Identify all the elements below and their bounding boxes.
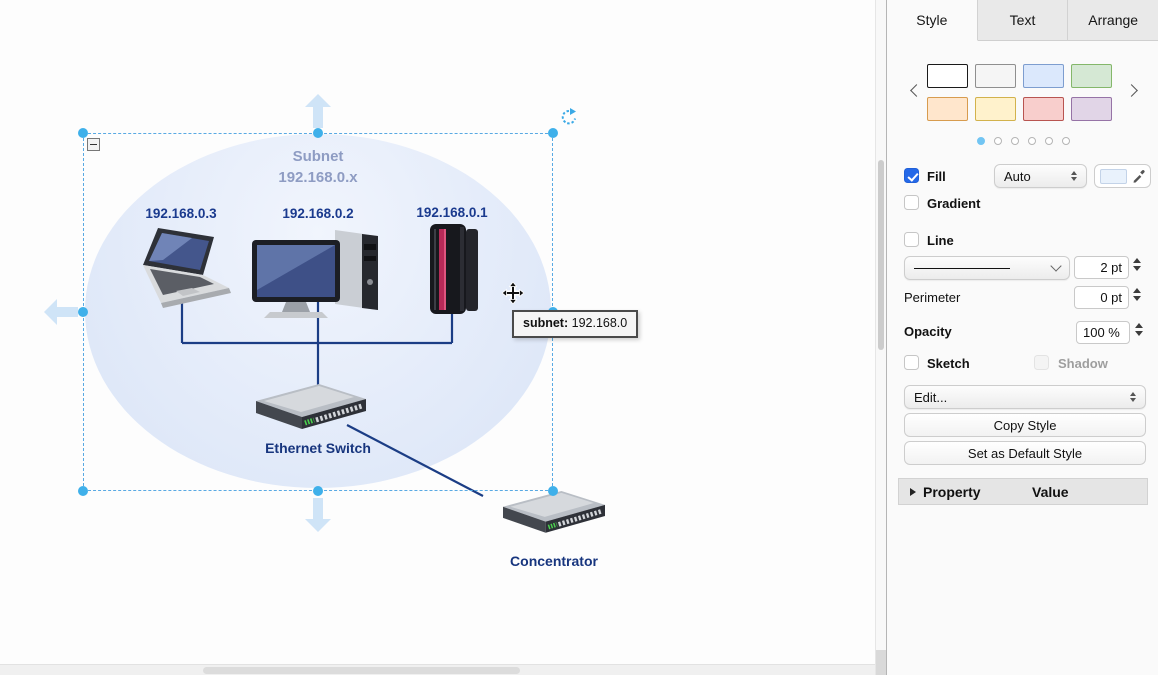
fill-color-well[interactable] [1094,164,1151,188]
select-updown-icon [1130,392,1136,402]
collapse-toggle-icon[interactable] [87,138,100,151]
resize-handle-n[interactable] [313,128,323,138]
shadow-label: Shadow [1058,356,1108,371]
resize-handle-ne[interactable] [548,128,558,138]
chevron-down-icon [1050,260,1062,272]
style-swatch[interactable] [1071,64,1112,88]
direction-arrow-up-icon[interactable] [305,94,331,128]
style-swatch[interactable] [927,64,968,88]
gradient-label: Gradient [927,196,981,211]
fill-mode-value: Auto [1004,168,1031,184]
horizontal-scrollbar-thumb[interactable] [203,667,520,674]
tooltip-key: subnet: [523,316,569,330]
style-swatch-grid [927,64,1113,121]
perimeter-label: Perimeter [904,290,961,305]
tab-text[interactable]: Text [977,0,1069,41]
direction-arrow-down-icon[interactable] [305,498,331,532]
laptop-ip-label: 192.168.0.3 [145,206,217,221]
gradient-checkbox[interactable] [904,195,919,210]
resize-handle-nw[interactable] [78,128,88,138]
tab-style[interactable]: Style [887,0,978,41]
pager-dot[interactable] [1010,137,1019,145]
fill-checkbox[interactable] [904,168,919,183]
swatch-prev-icon[interactable] [910,84,923,97]
tooltip-value: 192.168.0 [568,316,628,330]
concentrator-label: Concentrator [510,553,598,569]
sketch-checkbox[interactable] [904,355,919,370]
perimeter-input[interactable]: 0 pt [1074,286,1129,309]
concentrator-shape[interactable] [503,490,605,542]
horizontal-scrollbar[interactable] [0,664,875,675]
subnet-label: Subnet 192.168.0.x [278,148,358,186]
swatch-next-icon[interactable] [1125,84,1138,97]
format-panel: Style Text Arrange Fill Au [886,0,1158,675]
resize-handle-s[interactable] [313,486,323,496]
opacity-label: Opacity [904,324,952,339]
pager-dot[interactable] [1027,137,1036,145]
diagram-canvas[interactable]: Subnet 192.168.0.x 192.168.0.3 192.168.0… [0,0,875,675]
hover-tooltip: subnet: 192.168.0 [512,310,639,338]
resize-handle-w[interactable] [78,307,88,317]
pager-dot[interactable] [1044,137,1053,145]
eyedropper-icon[interactable] [1132,169,1145,183]
line-style-select[interactable] [904,256,1070,280]
rotate-handle-icon[interactable] [558,108,578,128]
vertical-scrollbar-thumb[interactable] [878,160,884,350]
fill-mode-select[interactable]: Auto [994,164,1087,188]
line-style-preview [914,267,1010,269]
server-ip-label: 192.168.0.1 [416,205,488,220]
format-panel-tabs: Style Text Arrange [887,0,1158,41]
style-swatch[interactable] [1023,64,1064,88]
move-cursor-icon [502,282,524,304]
style-swatch[interactable] [927,97,968,121]
style-swatch[interactable] [1071,97,1112,121]
fill-color-chip[interactable] [1100,168,1127,184]
copy-style-button[interactable]: Copy Style [904,413,1146,437]
laptop-shape[interactable] [130,228,232,310]
property-table-header[interactable]: Property Value [898,478,1148,505]
swatch-pager-dots [887,137,1158,145]
selection-rectangle [83,133,553,491]
server-shape[interactable] [426,221,482,318]
pager-dot[interactable] [993,137,1002,145]
style-swatch[interactable] [975,97,1016,121]
line-width-input[interactable]: 2 pt [1074,256,1129,279]
line-width-stepper[interactable] [1133,258,1141,271]
opacity-input[interactable]: 100 % [1076,321,1130,344]
pager-dot[interactable] [976,137,985,145]
select-updown-icon [1071,171,1077,181]
property-header-label: Property [923,483,981,500]
line-checkbox[interactable] [904,232,919,247]
desktop-pc-shape[interactable] [250,224,388,320]
expand-triangle-icon[interactable] [910,487,916,496]
shadow-checkbox [1034,355,1049,370]
fill-label: Fill [927,169,946,184]
sketch-label: Sketch [927,356,970,371]
edit-style-select[interactable]: Edit... [904,385,1146,409]
connector-lines [180,294,484,497]
pager-dot[interactable] [1061,137,1070,145]
vertical-scrollbar[interactable] [875,0,887,675]
opacity-stepper[interactable] [1135,323,1143,336]
desktop-ip-label: 192.168.0.2 [282,206,354,221]
ethernet-switch-label: Ethernet Switch [265,440,371,456]
resize-handle-sw[interactable] [78,486,88,496]
style-swatch[interactable] [975,64,1016,88]
tab-arrange[interactable]: Arrange [1068,0,1158,41]
direction-arrow-left-icon[interactable] [44,299,78,325]
value-header-label: Value [1032,483,1069,500]
edit-style-value: Edit... [914,389,948,405]
line-label: Line [927,233,954,248]
style-swatch[interactable] [1023,97,1064,121]
resize-handle-se[interactable] [548,486,558,496]
scrollbar-corner [876,650,887,675]
set-default-style-button[interactable]: Set as Default Style [904,441,1146,465]
perimeter-stepper[interactable] [1133,288,1141,301]
ethernet-switch-shape[interactable] [256,384,366,438]
